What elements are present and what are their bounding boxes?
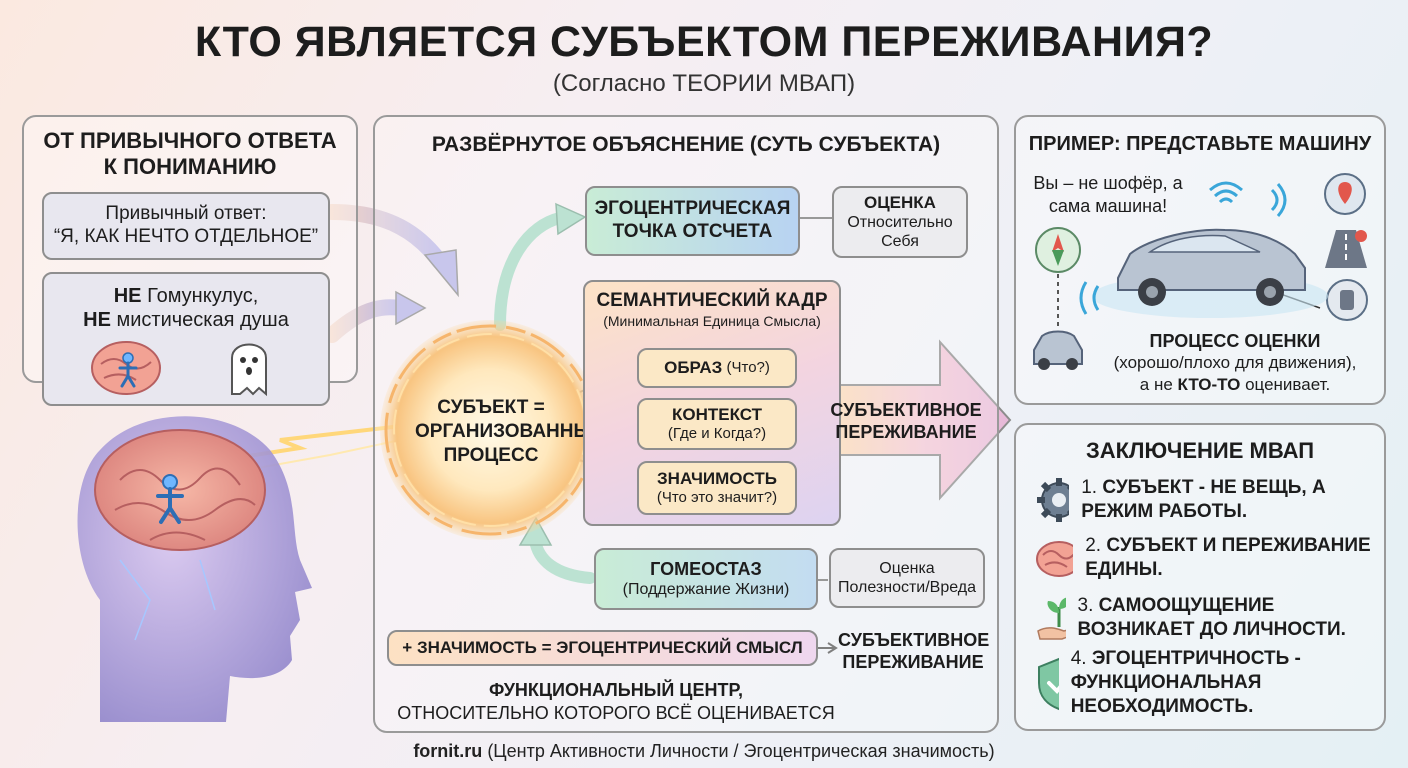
wifi-signal-icon [1209,181,1243,204]
brain-icon [1036,541,1074,577]
page-subtitle: (Согласно ТЕОРИИ МВАП) [552,70,856,97]
process-tail-bold: КТО-ТО [1177,375,1241,394]
item-2-text: СУБЪЕКТ И ПЕРЕЖИВАНИЕ ЕДИНЫ. [1085,535,1371,580]
context-box: КОНТЕКСТ (Где и Когда?) [637,398,797,450]
sprout-hand-icon [1037,597,1066,640]
functional-center-line1: ФУНКЦИОНАЛЬНЫЙ ЦЕНТР, [489,680,743,700]
conclusion-heading: ЗАКЛЮЧЕНИЕ МВАП [1085,438,1315,463]
usual-answer-box: Привычный ответ: “Я, КАК НЕЧТО ОТДЕЛЬНОЕ… [42,192,330,260]
benefit-harm-box: Оценка Полезности/Вреда [829,548,985,608]
sensor-icon [1326,279,1368,321]
evaluation-process-title: ПРОЦЕСС ОЦЕНКИ [1149,331,1321,351]
homeostasis-sub: (Поддержание Жизни) [622,581,790,599]
conclusion-item-1: 1. СУБЪЕКТ - НЕ ВЕЩЬ, А РЕЖИМ РАБОТЫ. [1034,472,1374,528]
evaluation-process-text: (хорошо/плохо для движения), [1113,353,1357,372]
formula-text: + ЗНАЧИМОСТЬ = ЭГОЦЕНТРИЧЕСКИЙ СМЫСЛ [402,637,803,657]
image-sub: (Что?) [722,359,770,376]
gear-icon [1037,478,1070,522]
not-label-2: НЕ [83,309,111,331]
evaluation-process-tail: а не КТО-ТО оценивает. [1090,375,1380,395]
page-title: КТО ЯВЛЯЕТСЯ СУБЪЕКТОМ ПЕРЕЖИВАНИЯ? [194,18,1214,66]
subjective-experience-label: СУБЪЕКТИВНОЕ ПЕРЕЖИВАНИЕ [830,400,982,442]
not-homunculus-box: НЕ Гомункулус, НЕ мистическая душа [42,272,330,406]
example-heading: ПРИМЕР: ПРЕДСТАВЬТЕ МАШИНУ [1028,133,1372,155]
formula-box: + ЗНАЧИМОСТЬ = ЭГОЦЕНТРИЧЕСКИЙ СМЫСЛ [387,630,818,666]
item-4-num: 4. [1070,648,1087,670]
footer-text: (Центр Активности Личности / Эгоцентриче… [482,741,995,761]
significance-box: ЗНАЧИМОСТЬ (Что это значит?) [637,461,797,515]
not-soul-text: мистическая душа [110,309,289,331]
functional-center-line2: ОТНОСИТЕЛЬНО КОТОРОГО ВСЁ ОЦЕНИВАЕТСЯ [397,703,835,723]
homeostasis-title: ГОМЕОСТАЗ [650,558,762,579]
location-pin-icon [1324,173,1366,215]
self-evaluation-text: Относительно Себя [847,214,953,251]
road-icon [1325,230,1367,268]
item-1-text: СУБЪЕКТ - НЕ ВЕЩЬ, А РЕЖИМ РАБОТЫ. [1081,477,1326,522]
left-panel-heading: ОТ ПРИВЫЧНОГО ОТВЕТА К ПОНИМАНИЮ [43,128,337,180]
car-illustration [1033,173,1368,370]
main-flow-arrow [834,339,1012,501]
shield-check-icon [1038,658,1059,710]
head-illustration [77,416,312,722]
item-1-num: 1. [1081,477,1098,499]
image-box: ОБРАЗ (Что?) [637,348,797,388]
car-quote: Вы – не шофёр, а сама машина! [1033,173,1183,216]
self-evaluation-title: ОЦЕНКА [864,192,936,212]
compass-icon [1035,227,1081,273]
brain-homunculus-icon [91,341,161,395]
signal-bars-icon [1270,183,1287,217]
homeostasis-box: ГОМЕОСТАЗ (Поддержание Жизни) [594,548,818,610]
footer-site-link[interactable]: fornit.ru [413,741,483,761]
subject-orb [380,320,600,540]
arrow-not-homunculus-to-subject [324,299,408,343]
image-label: ОБРАЗ [664,357,723,377]
conclusion-item-2: 2. СУБЪЕКТ И ПЕРЕЖИВАНИЕ ЕДИНЫ. [1034,530,1374,586]
benefit-harm-text: Оценка Полезности/Вреда [837,559,977,596]
item-2-num: 2. [1085,535,1102,557]
usual-answer-line1: Привычный ответ: [105,203,267,225]
formula-result: СУБЪЕКТИВНОЕ ПЕРЕЖИВАНИЕ [838,630,990,672]
conclusion-item-3: 3. САМООЩУЩЕНИЕ ВОЗНИКАЕТ ДО ЛИЧНОСТИ. [1034,590,1374,646]
item-4-text: ЭГОЦЕНТРИЧНОСТЬ - ФУНКЦИОНАЛЬНАЯ НЕОБХОД… [1070,648,1301,717]
center-panel-heading: РАЗВЁРНУТОЕ ОБЪЯСНЕНИЕ (СУТЬ СУБЪЕКТА) [431,133,941,156]
item-3-text: САМООЩУЩЕНИЕ ВОЗНИКАЕТ ДО ЛИЧНОСТИ. [1077,595,1346,640]
ghost-icon [231,343,267,397]
not-label-1: НЕ [113,285,142,307]
homunculus-ghost-icons [91,341,267,397]
significance-label: ЗНАЧИМОСТЬ [657,468,777,488]
ego-point-label: ЭГОЦЕНТРИЧЕСКАЯ ТОЧКА ОТСЧЕТА [594,198,791,242]
usual-answer-line2: “Я, КАК НЕЧТО ОТДЕЛЬНОЕ” [53,226,319,247]
footer: fornit.ru (Центр Активности Личности / Э… [0,741,1408,762]
not-homunculus-text: Гомункулус, [141,285,259,307]
small-car-icon [1033,330,1083,370]
subject-definition: СУБЪЕКТ = ОРГАНИЗОВАННЫЙ ПРОЦЕСС [415,397,606,466]
self-evaluation-box: ОЦЕНКА Относительно Себя [832,186,968,258]
context-sub: (Где и Когда?) [667,425,767,443]
conclusion-panel [1014,423,1386,731]
semantic-frame-subtitle: (Минимальная Единица Смысла) [603,312,821,329]
arrow-subject-to-ego-point [494,212,566,331]
semantic-frame-title: СЕМАНТИЧЕСКИЙ КАДР [596,290,828,311]
context-label: КОНТЕКСТ [672,404,762,424]
significance-sub: (Что это значит?) [656,489,778,507]
process-tail-pre: а не [1139,375,1178,394]
ego-point-box: ЭГОЦЕНТРИЧЕСКАЯ ТОЧКА ОТСЧЕТА [585,186,800,256]
conclusion-item-4: 4. ЭГОЦЕНТРИЧНОСТЬ - ФУНКЦИОНАЛЬНАЯ НЕОБ… [1034,648,1374,717]
car-icon [1079,228,1328,318]
item-3-num: 3. [1077,595,1094,617]
process-tail-post: оценивает. [1240,375,1331,394]
